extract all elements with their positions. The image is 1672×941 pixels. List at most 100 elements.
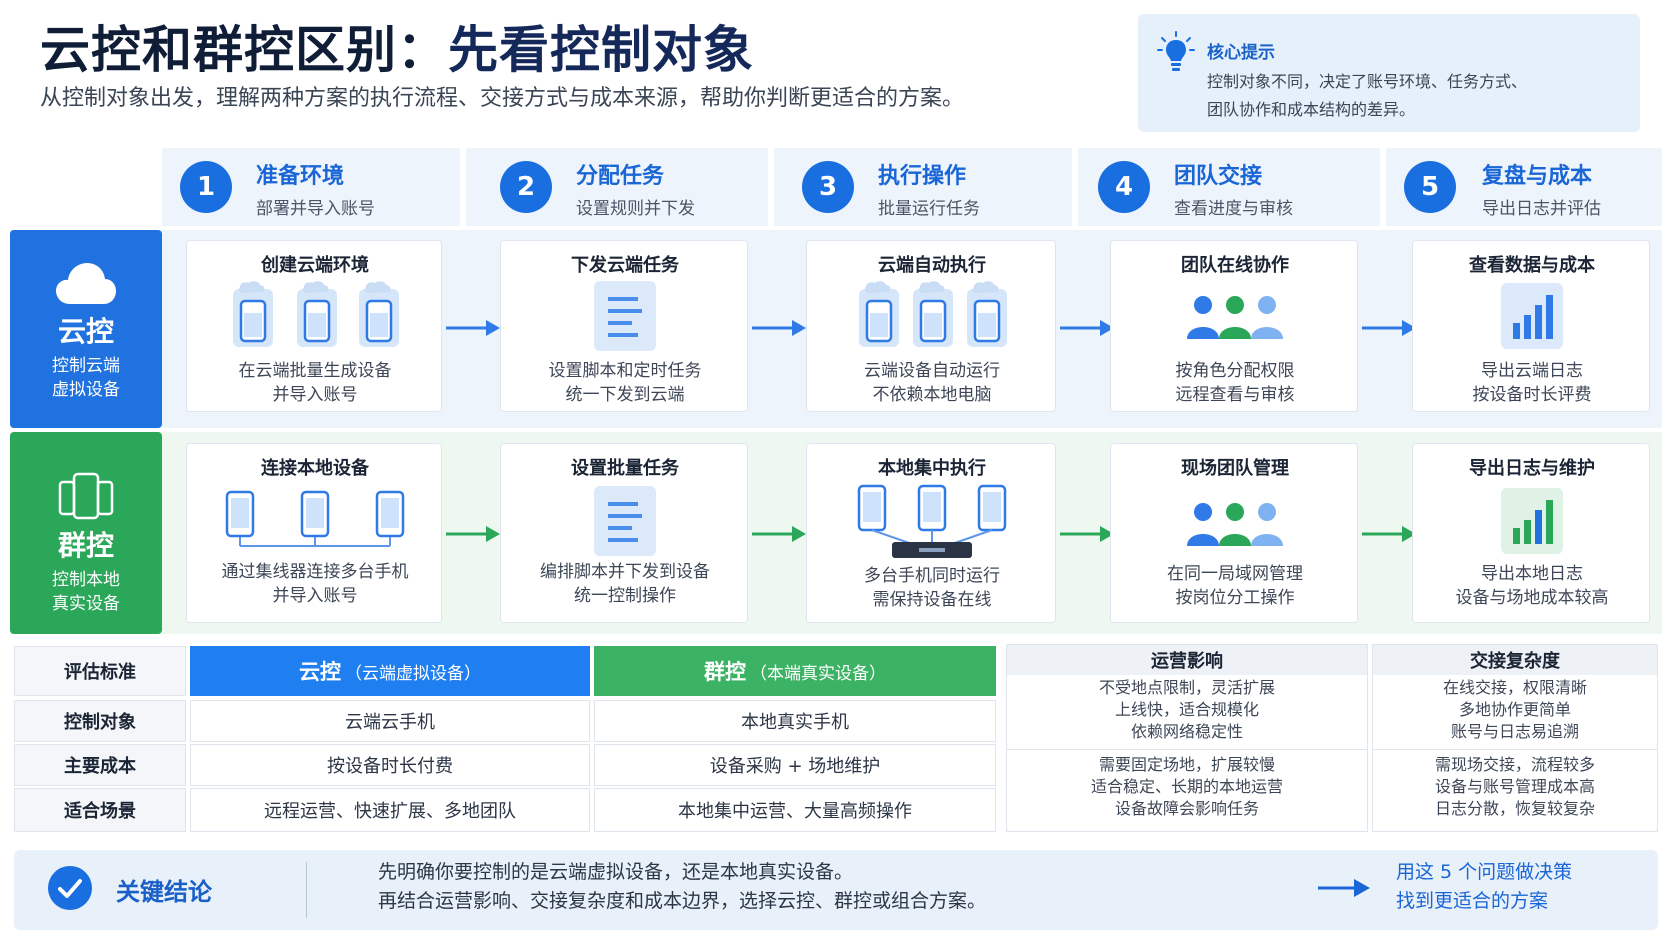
handover-line: 日志分散，恢复较复杂 — [1434, 799, 1595, 818]
card-title: 云端自动执行 — [878, 255, 986, 276]
card-desc-line: 导出本地日志 — [1481, 564, 1583, 584]
card-desc-line: 统一控制操作 — [574, 586, 676, 606]
team-icon — [1187, 296, 1283, 339]
group-card-local-exec: 本地集中执行 多台手机同时运行 需保持设备在线 — [806, 443, 1056, 623]
conclusion-text: 先明确你要控制的是云端虚拟设备，还是本地真实设备。 再结合运营影响、交接复杂度和… — [378, 858, 986, 916]
table-header-cloud-note: （云端虚拟设备） — [345, 663, 481, 684]
impact-line: 上线快，适合规模化 — [1114, 700, 1259, 719]
impact-panel: 运营影响 不受地点限制，灵活扩展 上线快，适合规模化 依赖网络稳定性 需要固定场… — [1006, 644, 1368, 832]
handover-line: 账号与日志易追溯 — [1450, 722, 1579, 741]
card-desc-line: 统一下发到云端 — [565, 385, 685, 405]
card-title: 设置批量任务 — [571, 458, 679, 479]
arrow-right-icon — [446, 526, 500, 542]
bar-chart-icon — [1501, 283, 1563, 349]
card-desc-line: 并导入账号 — [272, 586, 358, 606]
card-desc: 导出本地日志 设备与场地成本较高 — [1413, 562, 1651, 610]
table-cell-cloud: 云端云手机 — [190, 700, 590, 742]
impact-line: 不受地点限制，灵活扩展 — [1098, 678, 1275, 697]
tip-line: 控制对象不同，决定了账号环境、任务方式、 — [1207, 72, 1528, 91]
tip-line: 团队协作和成本结构的差异。 — [1207, 100, 1416, 119]
cta-line[interactable]: 用这 5 个问题做决策 — [1396, 861, 1573, 883]
devices-icon — [58, 472, 114, 520]
cloud-card-create-env: 创建云端环境 在云端批量生成设备 并导入账号 — [186, 240, 442, 412]
card-desc: 按角色分配权限 远程查看与审核 — [1111, 359, 1359, 407]
handover-title: 交接复杂度 — [1373, 645, 1657, 675]
impact-cloud-lines: 不受地点限制，灵活扩展 上线快，适合规模化 依赖网络稳定性 — [1007, 675, 1367, 743]
card-desc-line: 在云端批量生成设备 — [238, 361, 392, 381]
step-title: 执行操作 — [878, 164, 967, 189]
cloud-phones-icon — [859, 281, 1007, 347]
table-header-group-note: （本端真实设备） — [750, 663, 886, 684]
step-subtitle: 批量运行任务 — [878, 199, 980, 219]
lightbulb-icon — [1157, 31, 1195, 71]
impact-line: 设备故障会影响任务 — [1114, 799, 1259, 818]
conclusion-title: 关键结论 — [116, 878, 212, 906]
handover-line: 多地协作更简单 — [1458, 700, 1571, 719]
card-title: 现场团队管理 — [1181, 458, 1289, 479]
step-header-3: 3 执行操作 批量运行任务 — [774, 148, 1072, 226]
step-subtitle: 查看进度与审核 — [1174, 199, 1293, 219]
cloud-phones-icon — [233, 281, 399, 347]
step-title: 团队交接 — [1174, 164, 1263, 189]
card-title: 导出日志与维护 — [1469, 458, 1595, 479]
cloud-icon — [56, 263, 116, 304]
tip-panel — [1138, 14, 1640, 132]
step-header-2: 2 分配任务 设置规则并下发 — [466, 148, 768, 226]
handover-cloud-lines: 在线交接，权限清晰 多地协作更简单 账号与日志易追溯 — [1373, 675, 1657, 743]
step-number: 1 — [180, 161, 232, 213]
group-title: 群控 — [57, 529, 114, 562]
group-card-connect-devices: 连接本地设备 通过集线器连接多台手机 并导入账号 — [186, 443, 442, 623]
table-header-cloud: 云控（云端虚拟设备） — [190, 646, 590, 696]
table-row-label: 主要成本 — [14, 744, 186, 786]
table-cell-cloud: 按设备时长付费 — [190, 744, 590, 786]
card-title: 创建云端环境 — [261, 255, 369, 276]
card-desc: 在同一局域网管理 按岗位分工操作 — [1111, 562, 1359, 610]
impact-line: 依赖网络稳定性 — [1130, 722, 1243, 741]
document-icon — [594, 486, 656, 556]
card-desc-line: 导出云端日志 — [1481, 361, 1583, 381]
handover-group-lines: 需现场交接，流程较多 设备与账号管理成本高 日志分散，恢复较复杂 — [1373, 749, 1657, 820]
step-title: 准备环境 — [256, 164, 345, 189]
tip-title: 核心提示 — [1207, 43, 1275, 63]
step-number: 4 — [1098, 161, 1150, 213]
group-sub-line: 控制本地 — [52, 570, 120, 590]
card-desc: 设置脚本和定时任务 统一下发到云端 — [501, 359, 749, 407]
check-circle-icon — [48, 866, 92, 910]
cloud-title: 云控 — [57, 315, 114, 348]
card-desc-line: 不依赖本地电脑 — [872, 385, 992, 405]
impact-line: 适合稳定、长期的本地运营 — [1090, 777, 1283, 796]
conclusion-divider — [306, 862, 307, 918]
table-header-criteria: 评估标准 — [14, 646, 186, 696]
conclusion-line: 再结合运营影响、交接复杂度和成本边界，选择云控、群控或组合方案。 — [378, 890, 987, 912]
document-icon — [594, 281, 656, 351]
card-desc: 在云端批量生成设备 并导入账号 — [187, 359, 443, 407]
card-desc-line: 通过集线器连接多台手机 — [221, 562, 409, 582]
group-card-logs-maint: 导出日志与维护 导出本地日志 设备与场地成本较高 — [1412, 443, 1650, 623]
handover-line: 在线交接，权限清晰 — [1442, 678, 1587, 697]
conclusion-cta[interactable]: 用这 5 个问题做决策 找到更适合的方案 — [1396, 858, 1572, 916]
cloud-card-dispatch-task: 下发云端任务 设置脚本和定时任务 统一下发到云端 — [500, 240, 748, 412]
handover-panel: 交接复杂度 在线交接，权限清晰 多地协作更简单 账号与日志易追溯 需现场交接，流… — [1372, 644, 1658, 832]
cta-line[interactable]: 找到更适合的方案 — [1396, 890, 1549, 912]
card-title: 下发云端任务 — [571, 255, 679, 276]
arrow-right-icon — [1318, 879, 1370, 897]
table-header-cloud-title: 云控 — [299, 660, 341, 684]
page-subtitle: 从控制对象出发，理解两种方案的执行流程、交接方式与成本来源，帮助你判断更适合的方… — [40, 86, 965, 111]
card-desc: 多台手机同时运行 需保持设备在线 — [807, 564, 1057, 612]
table-row-label: 适合场景 — [14, 788, 186, 832]
card-desc: 编排脚本并下发到设备 统一控制操作 — [501, 560, 749, 608]
group-subtitle: 控制本地 真实设备 — [10, 568, 162, 616]
arrow-right-icon — [752, 320, 806, 336]
card-desc-line: 按岗位分工操作 — [1175, 588, 1295, 608]
card-desc: 通过集线器连接多台手机 并导入账号 — [187, 560, 443, 608]
arrow-right-icon — [1060, 320, 1114, 336]
conclusion-panel — [14, 850, 1658, 930]
card-desc-line: 设备与场地成本较高 — [1455, 588, 1609, 608]
step-number: 3 — [802, 161, 854, 213]
card-desc-line: 多台手机同时运行 — [864, 566, 1000, 586]
card-title: 连接本地设备 — [261, 458, 369, 479]
step-subtitle: 设置规则并下发 — [576, 199, 695, 219]
card-desc-line: 需保持设备在线 — [872, 590, 992, 610]
cloud-sub-line: 虚拟设备 — [52, 380, 120, 400]
arrow-right-icon — [752, 526, 806, 542]
